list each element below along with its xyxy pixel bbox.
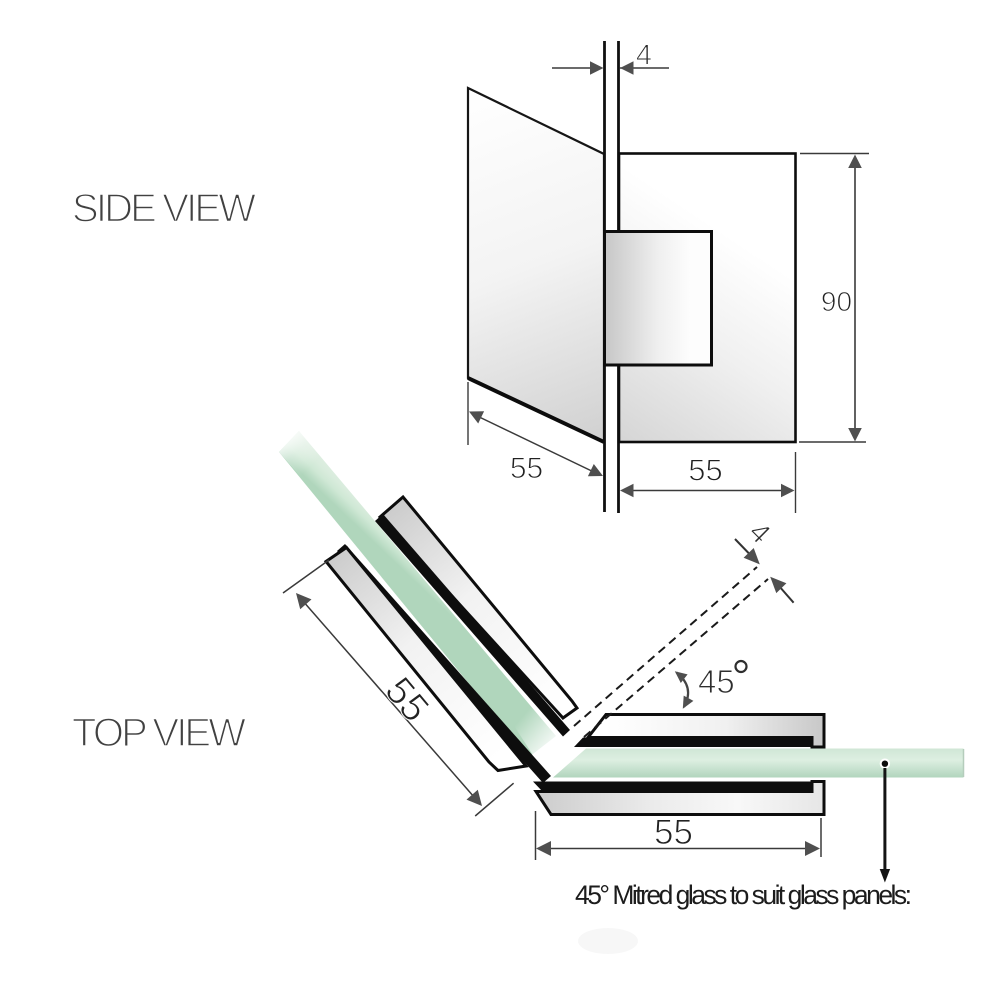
svg-text:55: 55: [654, 813, 693, 852]
svg-text:45: 45: [698, 663, 735, 700]
svg-text:55: 55: [688, 453, 722, 488]
svg-text:45° Mitred glass to suit glass: 45° Mitred glass to suit glass panels:: [575, 880, 912, 910]
svg-text:4: 4: [636, 40, 652, 72]
svg-text:55: 55: [510, 452, 543, 485]
svg-text:90: 90: [821, 286, 852, 317]
svg-text:TOP VIEW: TOP VIEW: [72, 711, 246, 755]
svg-text:SIDE VIEW: SIDE VIEW: [72, 187, 256, 231]
